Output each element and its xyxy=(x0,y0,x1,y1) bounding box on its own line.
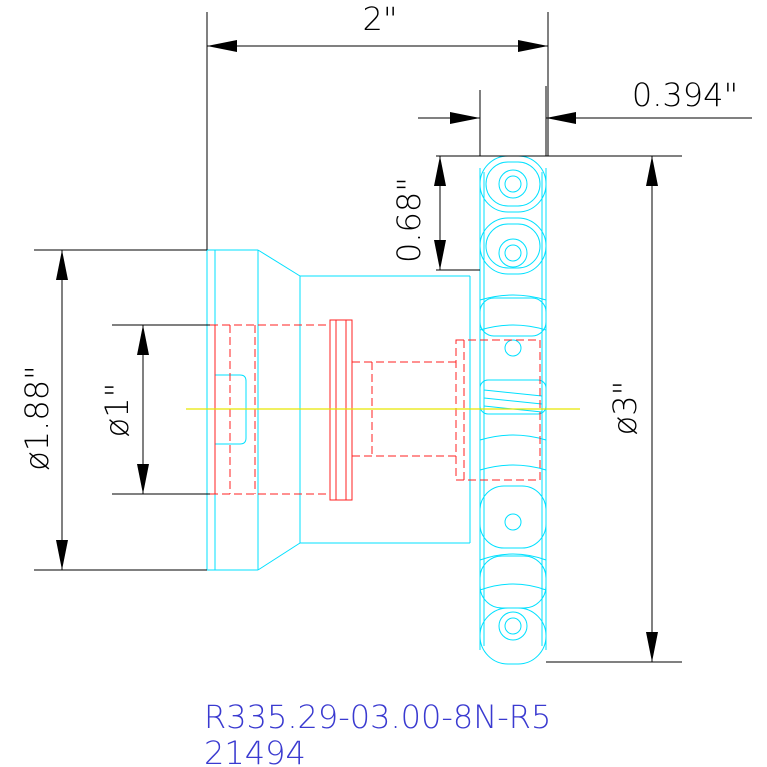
part-code: 21494 xyxy=(204,734,306,767)
dim-bore-diameter-label: ø1" xyxy=(98,383,136,438)
body-outline xyxy=(206,249,471,571)
dim-body-diameter-label: ø1.88" xyxy=(18,365,56,471)
part-number: R335.29-03.00-8N-R5 xyxy=(204,698,551,736)
dim-bore-diameter xyxy=(112,324,210,495)
dim-flange-width-label: 0.394" xyxy=(632,76,738,114)
dim-flange-width xyxy=(418,86,752,156)
dim-cutter-diameter xyxy=(546,156,682,663)
cutter-disc-outline xyxy=(479,155,547,665)
bore-hidden-lines xyxy=(210,319,541,501)
dim-overall-length-label: 2" xyxy=(362,0,397,38)
dim-cutter-diameter-label: ø3" xyxy=(606,381,644,436)
dim-body-diameter xyxy=(34,249,207,571)
dim-overall-length xyxy=(206,12,549,250)
dim-insert-pitch-label: 0.68" xyxy=(390,177,428,263)
dim-insert-pitch xyxy=(434,155,682,271)
